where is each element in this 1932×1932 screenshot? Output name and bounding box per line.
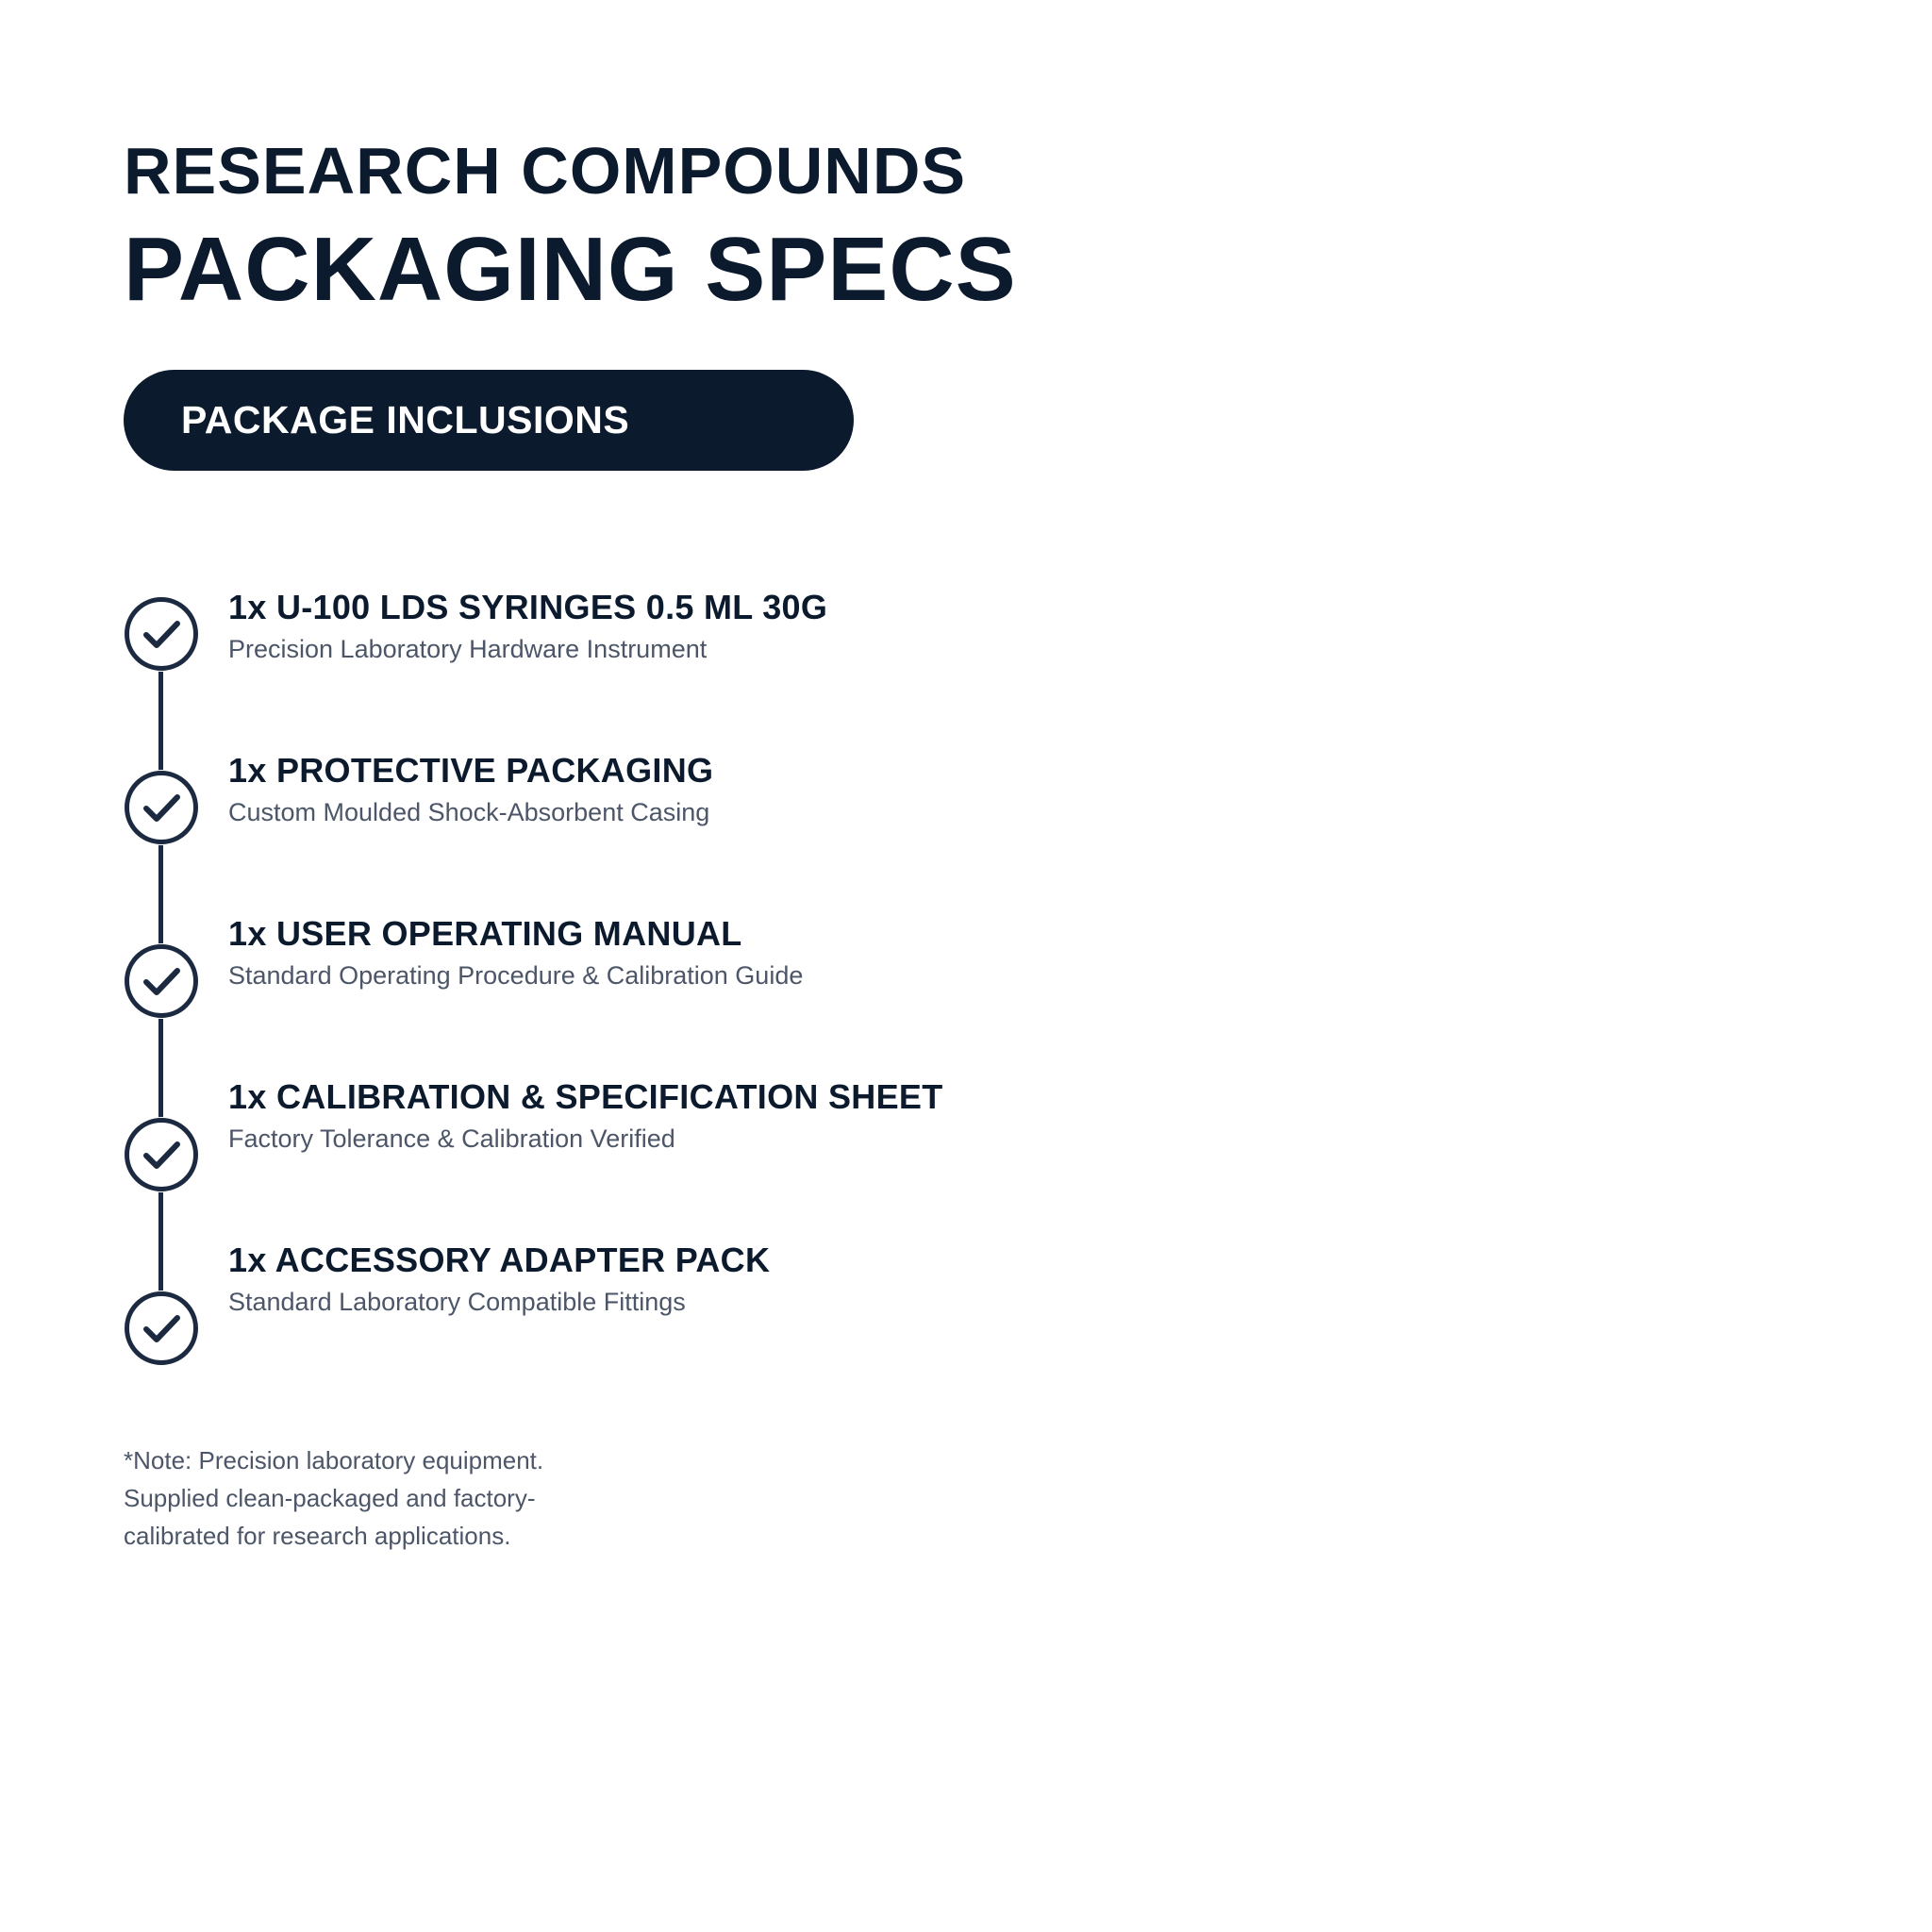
- footnote-line: Supplied clean-packaged and factory-: [124, 1484, 536, 1512]
- check-circle-icon: [124, 943, 199, 1019]
- footnote: *Note: Precision laboratory equipment. S…: [124, 1441, 652, 1555]
- item-subtitle: Standard Operating Procedure & Calibrati…: [228, 961, 804, 990]
- footnote-line: calibrated for research applications.: [124, 1522, 511, 1550]
- page-title-line1: RESEARCH COMPOUNDS: [124, 134, 967, 208]
- footnote-line: *Note: Precision laboratory equipment.: [124, 1446, 544, 1474]
- list-item: 1x CALIBRATION & SPECIFICATION SHEET Fac…: [228, 1080, 943, 1152]
- check-circle-icon: [124, 770, 199, 845]
- item-title: 1x PROTECTIVE PACKAGING: [228, 751, 714, 790]
- item-subtitle: Custom Moulded Shock-Absorbent Casing: [228, 798, 710, 826]
- item-subtitle: Factory Tolerance & Calibration Verified: [228, 1124, 675, 1153]
- item-title: 1x U-100 LDS SYRINGES 0.5 ML 30G: [228, 588, 828, 626]
- item-subtitle: Standard Laboratory Compatible Fittings: [228, 1288, 686, 1316]
- item-title: 1x ACCESSORY ADAPTER PACK: [228, 1241, 771, 1279]
- check-circle-icon: [124, 596, 199, 672]
- item-title: 1x CALIBRATION & SPECIFICATION SHEET: [228, 1077, 943, 1116]
- list-item: 1x PROTECTIVE PACKAGING Custom Moulded S…: [228, 754, 713, 825]
- item-title: 1x USER OPERATING MANUAL: [228, 914, 742, 953]
- list-item: 1x U-100 LDS SYRINGES 0.5 ML 30G Precisi…: [228, 591, 827, 662]
- check-circle-icon: [124, 1291, 199, 1366]
- list-item: 1x USER OPERATING MANUAL Standard Operat…: [228, 917, 803, 989]
- check-circle-icon: [124, 1117, 199, 1192]
- page-title-line2: PACKAGING SPECS: [124, 219, 1017, 320]
- item-subtitle: Precision Laboratory Hardware Instrument: [228, 635, 708, 663]
- section-pill: PACKAGE INCLUSIONS: [124, 370, 854, 471]
- section-pill-label: PACKAGE INCLUSIONS: [181, 398, 630, 441]
- list-item: 1x ACCESSORY ADAPTER PACK Standard Labor…: [228, 1243, 770, 1315]
